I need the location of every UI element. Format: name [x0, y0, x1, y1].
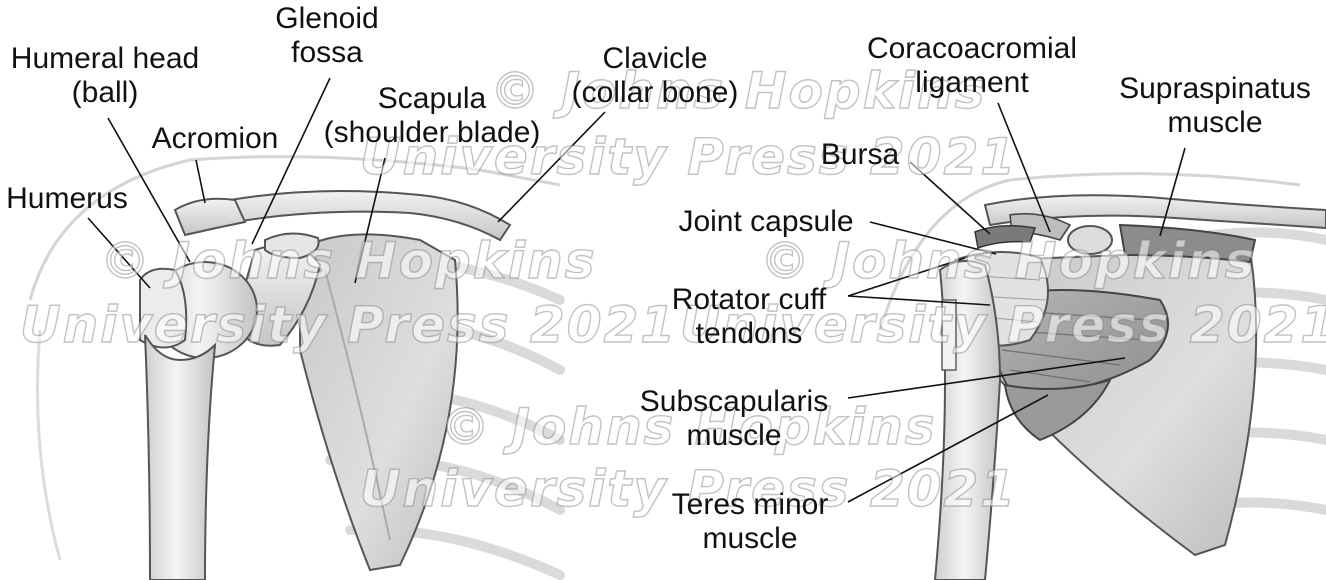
watermark-text: University Press 2021	[359, 459, 1018, 518]
left-shoulder-drawing	[28, 77, 606, 580]
torso-outline-right	[878, 172, 1301, 331]
teres-minor-shape	[1003, 378, 1112, 442]
scapula-shape	[299, 233, 459, 572]
watermark-text: University Press 2021	[679, 295, 1326, 354]
watermark-text: © Johns Hopkins	[489, 61, 987, 120]
label-scapula: Scapula(shoulder blade)	[323, 82, 541, 149]
watermark-text: University Press 2021	[359, 127, 1018, 186]
watermark-text: © Johns Hopkins	[759, 231, 1257, 290]
leader-lines-right	[847, 102, 1186, 503]
acromion-shape	[173, 197, 247, 237]
watermark-text: University Press 2021	[19, 295, 678, 354]
label-joint-capsule: Joint capsule	[678, 205, 854, 238]
label-bursa: Bursa	[820, 138, 900, 171]
torso-outline-left	[28, 155, 561, 301]
clavicle-shape	[228, 190, 512, 242]
humerus-shaft	[144, 334, 217, 580]
label-acromion: Acromion	[151, 122, 279, 155]
right-shoulder-drawing	[847, 102, 1326, 580]
leader-lines-left	[87, 77, 606, 289]
label-humeral-head: Humeral head(ball)	[10, 42, 200, 109]
label-humerus: Humerus	[6, 182, 128, 215]
watermark-text: © Johns Hopkins	[99, 231, 597, 290]
watermark-text: © Johns Hopkins	[439, 397, 937, 456]
supraspinatus-shape	[1118, 223, 1257, 264]
label-clavicle: Clavicle(collar bone)	[571, 42, 739, 109]
bursa-shape	[974, 225, 1037, 250]
